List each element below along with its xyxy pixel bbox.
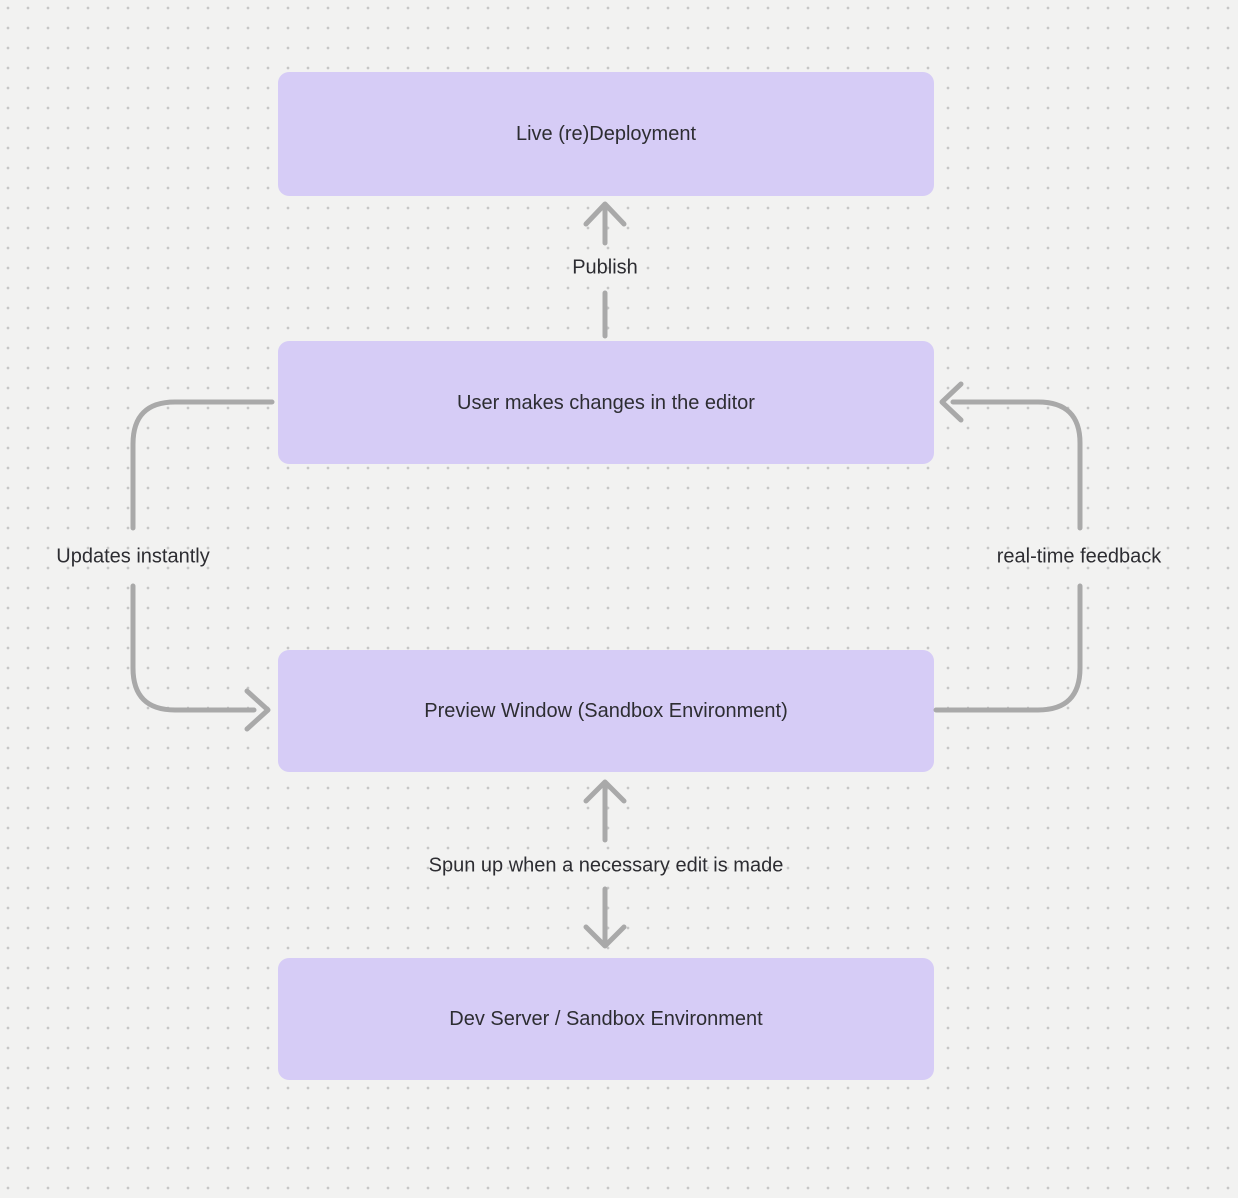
node-preview-window-label: Preview Window (Sandbox Environment) bbox=[424, 700, 788, 722]
arrow-spunup-head-up-icon bbox=[583, 779, 627, 804]
arrow-feedback-head-left-icon bbox=[939, 381, 964, 423]
node-live-deployment-label: Live (re)Deployment bbox=[515, 123, 697, 145]
edge-label-publish: Publish bbox=[572, 256, 638, 279]
node-dev-server: Dev Server / Sandbox Environment bbox=[278, 958, 934, 1080]
arrow-spunup-head-down-icon bbox=[583, 924, 627, 949]
arrow-feedback-upper-segment bbox=[950, 399, 1083, 531]
node-user-editor: User makes changes in the editor bbox=[278, 341, 934, 464]
arrow-updates-lower-segment bbox=[130, 583, 257, 713]
arrow-updates-head-right-icon bbox=[244, 688, 271, 732]
node-user-editor-label: User makes changes in the editor bbox=[457, 391, 755, 414]
arrow-feedback-lower-segment bbox=[933, 583, 1083, 713]
node-dev-server-label: Dev Server / Sandbox Environment bbox=[449, 1008, 763, 1030]
node-preview-window: Preview Window (Sandbox Environment) bbox=[278, 650, 934, 772]
edge-label-updates-instantly: Updates instantly bbox=[56, 545, 210, 568]
edge-label-spun-up: Spun up when a necessary edit is made bbox=[428, 854, 784, 877]
arrow-updates-upper-segment bbox=[130, 399, 275, 531]
edge-label-real-time-feedback: real-time feedback bbox=[996, 545, 1162, 568]
node-live-deployment: Live (re)Deployment bbox=[278, 72, 934, 196]
arrow-publish-head-up-icon bbox=[583, 201, 627, 227]
